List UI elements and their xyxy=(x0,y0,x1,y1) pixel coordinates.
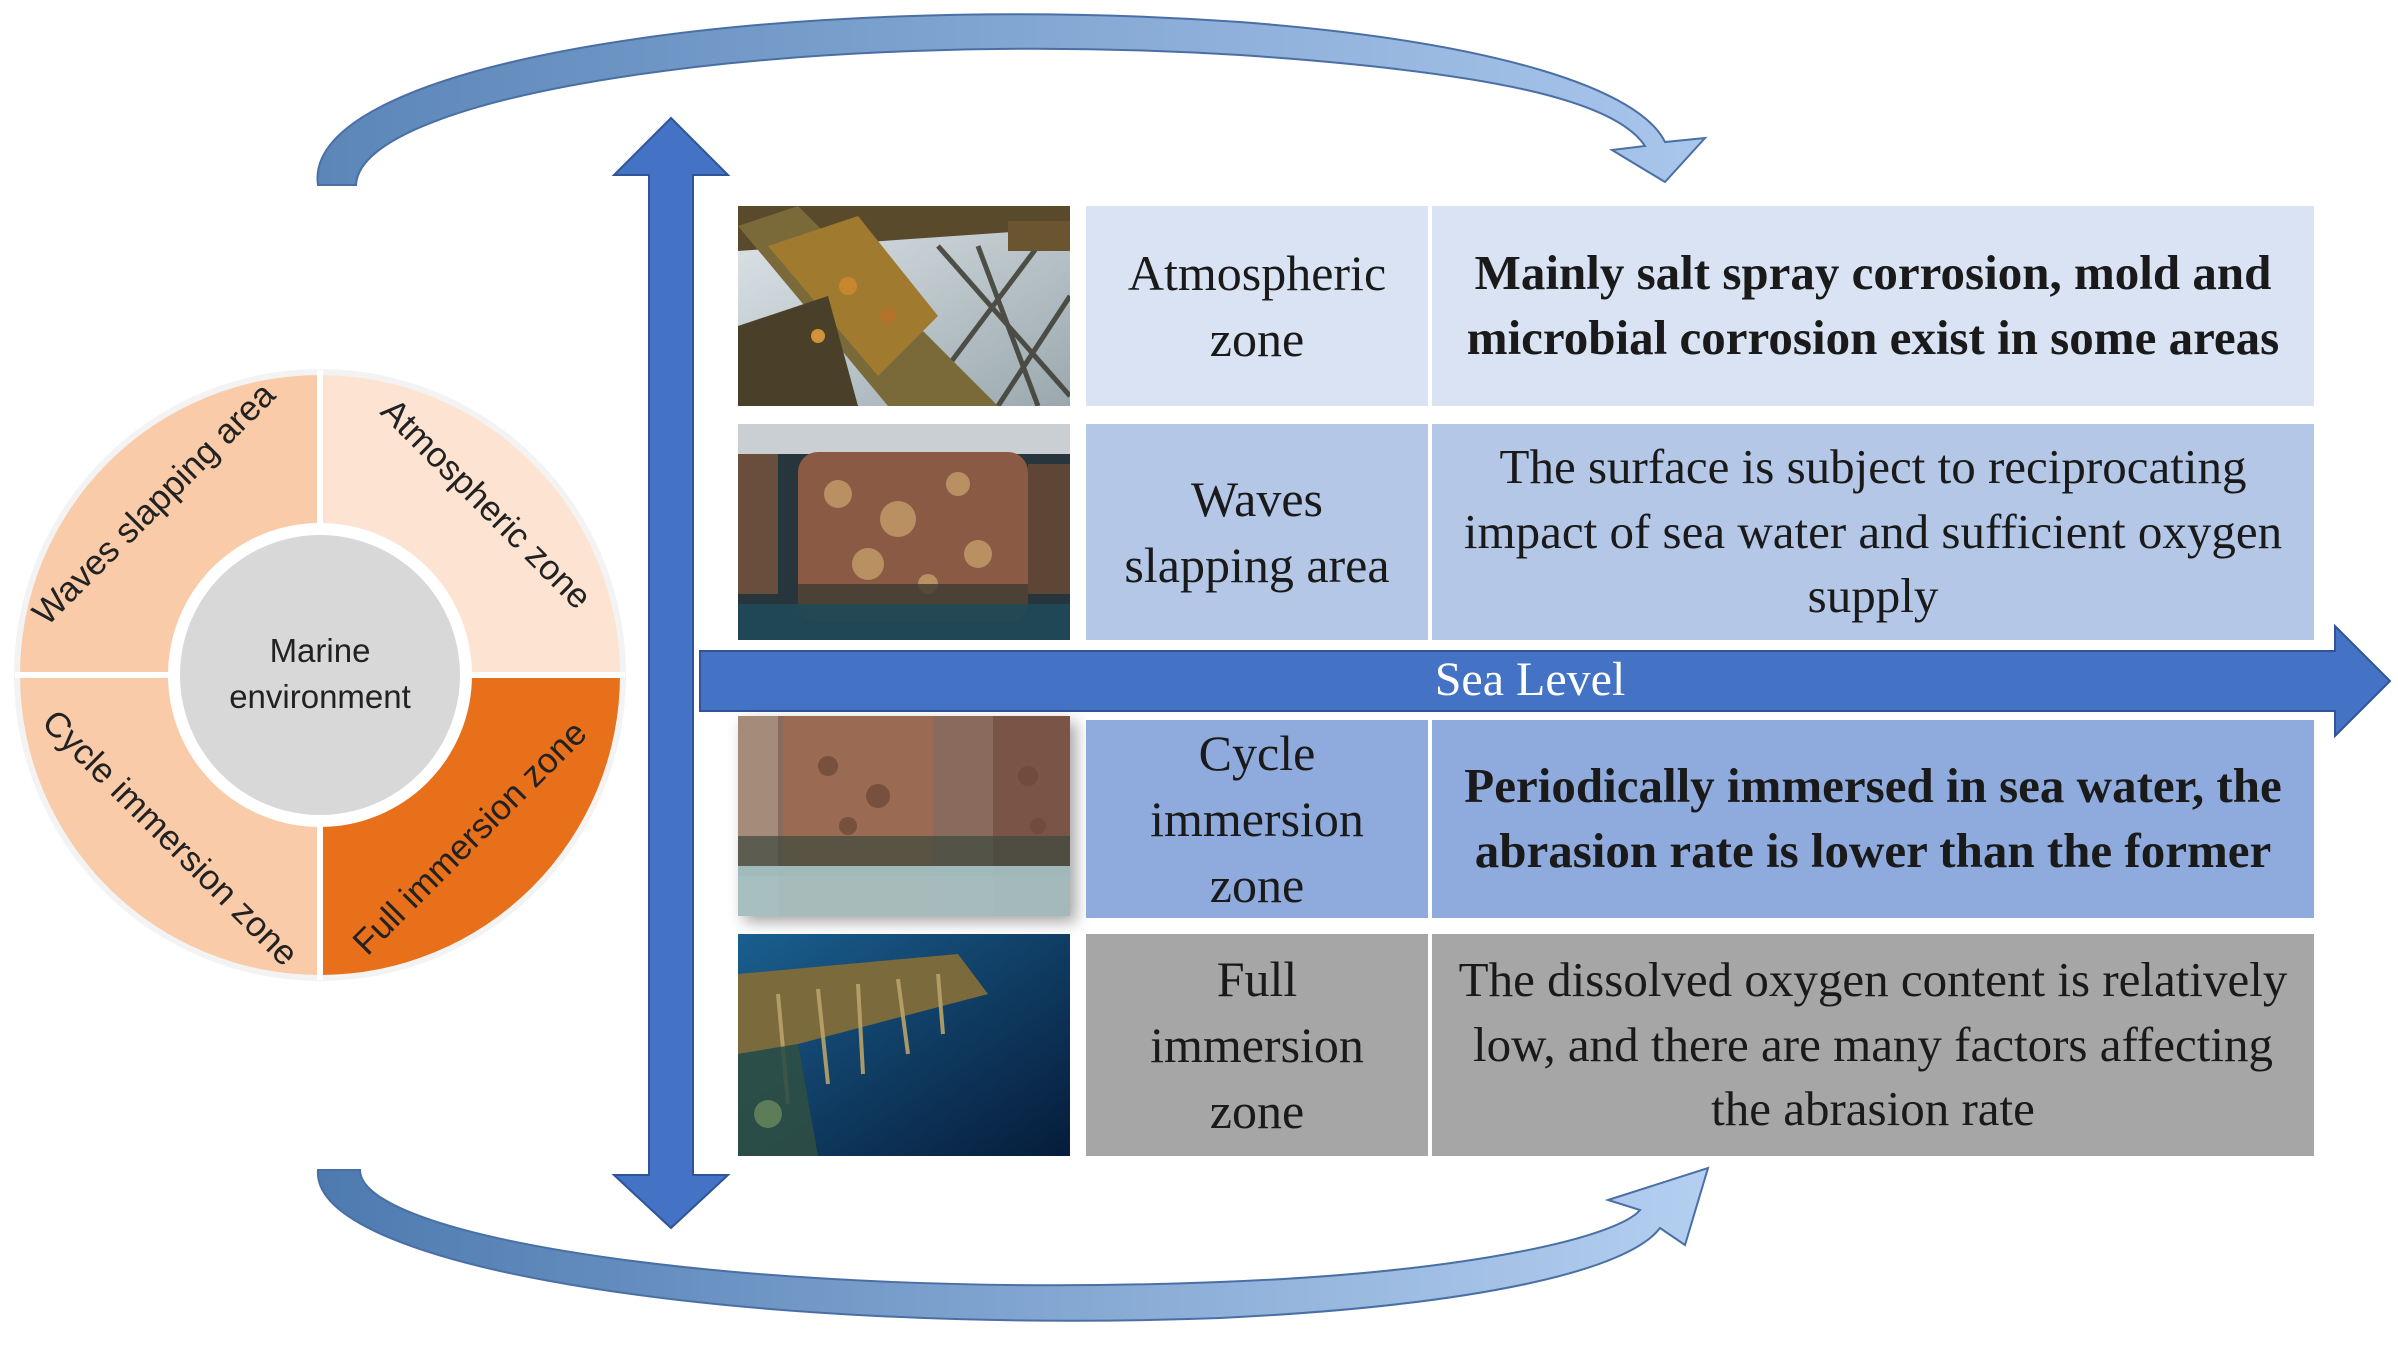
desc-cell-waves-slapping: The surface is subject to reciprocating … xyxy=(1432,424,2314,640)
donut-center-line-2: environment xyxy=(229,678,411,715)
desc-cell-atmospheric: Mainly salt spray corrosion, mold and mi… xyxy=(1432,206,2314,406)
donut-center-line-1: Marine xyxy=(270,632,371,669)
tidal-zone-piles-photo xyxy=(738,716,1070,916)
bottom-curved-arrow xyxy=(316,1166,1710,1322)
desc-cell-full-immersion: The dissolved oxygen content is relative… xyxy=(1432,934,2314,1156)
marine-environment-donut: Marine environment Waves slapping area A… xyxy=(14,369,626,981)
corroded-pile-at-waterline-photo xyxy=(738,424,1070,640)
zone-cell-waves-slapping: Waves slapping area xyxy=(1086,424,1428,640)
sea-level-arrow xyxy=(699,623,2392,739)
rusted-steel-structure-photo xyxy=(738,206,1070,406)
zone-cell-cycle-immersion: Cycle immersion zone xyxy=(1086,720,1428,918)
zone-cell-full-immersion: Full immersion zone xyxy=(1086,934,1428,1156)
zone-label-cycle-immersion: Cycle immersion zone xyxy=(1150,725,1364,913)
desc-text-waves-slapping: The surface is subject to reciprocating … xyxy=(1463,438,2283,624)
zone-label-waves-slapping: Waves slapping area xyxy=(1124,471,1390,593)
desc-text-cycle-immersion: Periodically immersed in sea water, the … xyxy=(1464,758,2282,878)
desc-cell-cycle-immersion: Periodically immersed in sea water, the … xyxy=(1432,720,2314,918)
zone-cell-atmospheric: Atmospheric zone xyxy=(1086,206,1428,406)
sea-level-label: Sea Level xyxy=(1434,653,1626,706)
zone-label-atmospheric: Atmospheric zone xyxy=(1127,245,1387,367)
top-curved-arrow xyxy=(316,13,1708,186)
zone-label-full-immersion: Full immersion zone xyxy=(1150,951,1364,1139)
desc-text-full-immersion: The dissolved oxygen content is relative… xyxy=(1458,951,2288,1137)
donut-center xyxy=(180,535,460,815)
desc-text-atmospheric: Mainly salt spray corrosion, mold and mi… xyxy=(1466,245,2280,365)
underwater-shipwreck-photo xyxy=(738,934,1070,1156)
vertical-depth-arrow xyxy=(611,116,731,1230)
